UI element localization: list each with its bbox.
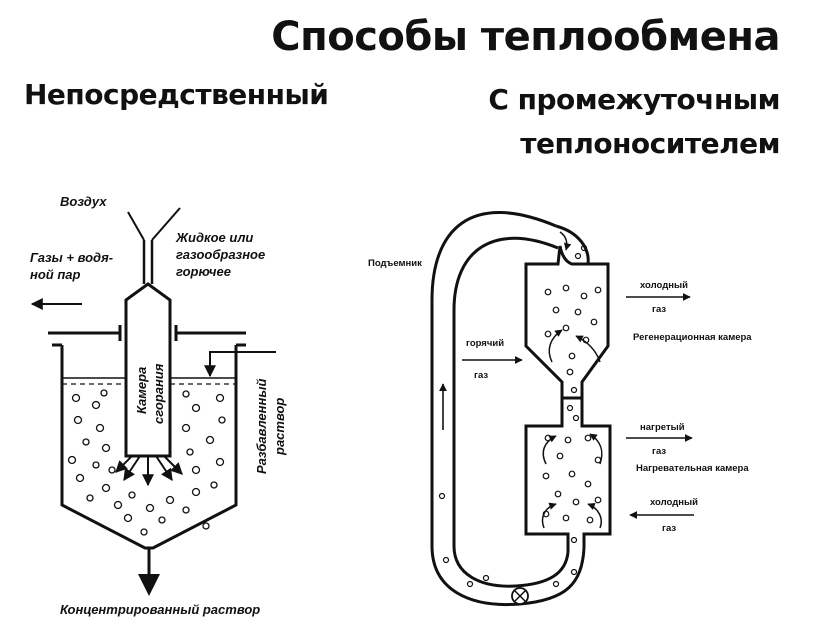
label-fuel-1: Жидкое или [175,230,253,245]
label-hot-2: газ [474,370,488,381]
label-heating: Нагревательная камера [636,463,749,474]
label-hot-1: горячий [466,338,504,349]
label-fuel-3: горючее [176,264,231,279]
label-fuel-2: газообразное [176,247,265,262]
concentrated-outlet-arrow [138,574,160,596]
right-heading-line-1: С промежуточным [488,83,780,116]
intermediate-carrier-diagram: Подъемник горячий газ холодный газ Реген… [368,211,752,607]
label-air: Воздух [60,194,107,209]
label-cold-top-2: газ [652,304,666,315]
label-chamber-2: сгорания [151,363,166,424]
label-gases-2: ной пар [30,267,81,282]
lift-loop-inner [452,236,570,588]
label-cold-top-1: холодный [640,280,688,291]
combustion-chamber [124,282,172,458]
valve-symbol [511,587,529,605]
label-cold-bottom-2: газ [662,523,676,534]
right-heading-line-2: теплоносителем [520,127,780,160]
label-dilute-2: раствор [272,398,287,456]
page-title: Способы теплообмена [271,14,780,60]
label-chamber-1: Камера [134,367,149,414]
label-gases-1: Газы + водя- [30,250,113,265]
heating-chamber [524,398,612,552]
jet-arrows [115,455,183,487]
label-heated-2: газ [652,446,666,457]
right-heading: С промежуточным теплоносителем [488,78,780,166]
bubbles [67,389,226,536]
label-regeneration: Регенерационная камера [633,332,752,343]
label-concentrated: Концентрированный раствор [60,602,260,617]
lift-loop-outer [430,211,586,607]
regeneration-chamber [524,245,610,400]
label-heated-1: нагретый [640,422,685,433]
direct-heat-exchange-diagram: Воздух Жидкое или газообразное горючее Г… [30,194,287,617]
particles [438,244,602,588]
label-dilute-1: Разбавленный [254,379,269,474]
left-heading: Непосредственный [24,78,329,111]
label-lift: Подъемник [368,258,422,269]
flow-arrows [541,231,603,529]
label-cold-bottom-1: холодный [650,497,698,508]
dilute-inlet-pipe [204,351,276,378]
